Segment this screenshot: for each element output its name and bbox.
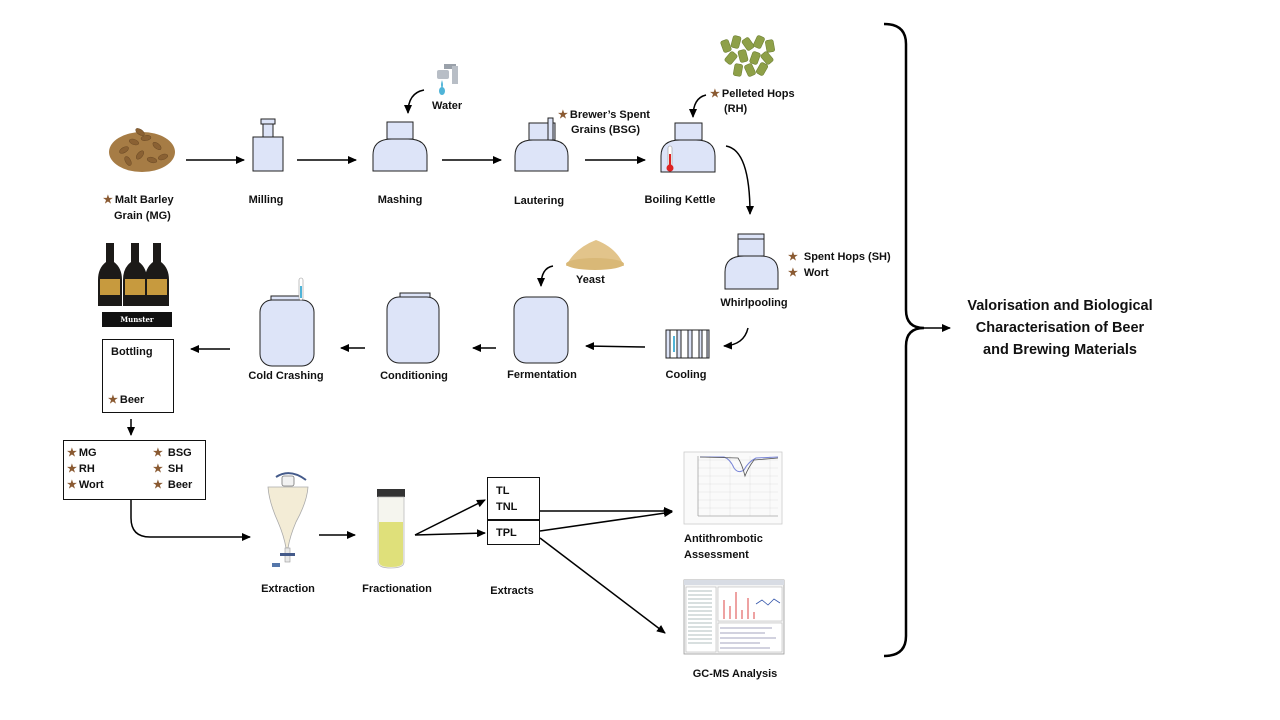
fermentation-label: Fermentation: [507, 369, 577, 381]
wort-label-text: Wort: [803, 267, 829, 279]
spent-hops-label-text: Spent Hops (SH): [803, 251, 891, 263]
antithrombotic-label: Antithrombotic: [684, 533, 763, 545]
sample-text: RH: [78, 463, 95, 475]
whirlpool-icon: [724, 233, 779, 290]
sample-sh: ★ SH: [153, 462, 183, 477]
malt-grain-icon: [109, 128, 175, 172]
bsg-label: ★Brewer’s Spent: [558, 108, 650, 123]
spent-hops-label: ★ Spent Hops (SH): [788, 250, 891, 265]
wort-label: ★ Wort: [788, 266, 829, 281]
malt-label: ★Malt Barley: [103, 193, 174, 208]
star-icon: ★: [153, 447, 163, 459]
mill-icon: [252, 118, 284, 172]
lautering-label: Lautering: [513, 195, 565, 207]
summary-bracket: [883, 22, 925, 658]
sample-wort: ★Wort: [67, 478, 104, 493]
conditioning-label: Conditioning: [380, 370, 448, 382]
water-label: Water: [432, 100, 463, 112]
gcms-label: GC-MS Analysis: [692, 668, 778, 680]
fermenter-icon: [513, 296, 569, 364]
bottling-label: Bottling: [111, 346, 153, 358]
star-icon: ★: [103, 194, 113, 206]
beer-label: ★Beer: [108, 393, 144, 408]
mash-tun-icon: [372, 121, 428, 172]
extract-tube-icon: [377, 489, 405, 569]
star-icon: ★: [153, 479, 163, 491]
separatory-funnel-icon: [267, 472, 309, 567]
sample-text: MG: [78, 447, 97, 459]
bsg-label-2: Grains (BSG): [571, 124, 641, 136]
extracts-divider: [487, 519, 540, 521]
tpl-label: TPL: [496, 527, 517, 539]
star-icon: ★: [108, 394, 118, 406]
conclusion-line-2: Characterisation of Beer: [975, 320, 1145, 336]
fractionation-label: Fractionation: [362, 583, 432, 595]
cooler-icon: [665, 329, 710, 359]
sample-text: Wort: [78, 479, 104, 491]
star-icon: ★: [558, 109, 568, 121]
mashing-label: Mashing: [377, 194, 423, 206]
flow-arrows: [127, 89, 754, 634]
star-icon: ★: [153, 463, 163, 475]
beer-bottles-icon: [98, 243, 172, 327]
star-icon: ★: [788, 267, 798, 279]
water-tap-icon: [437, 64, 458, 95]
cold-crash-tank-icon: [259, 277, 315, 367]
bsg-label-text: Brewer’s Spent: [569, 109, 650, 121]
sample-text: Beer: [167, 479, 193, 491]
star-icon: ★: [67, 479, 77, 491]
boiling-kettle-label: Boiling Kettle: [644, 194, 716, 206]
sample-beer: ★ Beer: [153, 478, 192, 493]
antithrombotic-label-2: Assessment: [684, 549, 749, 561]
tl-label: TL: [496, 485, 510, 497]
malt-label-2: Grain (MG): [114, 210, 171, 222]
whirlpooling-label: Whirlpooling: [720, 297, 788, 309]
samples-box: [63, 440, 206, 500]
hops-label-2: (RH): [724, 103, 748, 115]
bottling-box: [102, 339, 174, 413]
sample-text: BSG: [167, 447, 192, 459]
sample-bsg: ★ BSG: [153, 446, 192, 461]
gcms-software-thumbnail: [683, 579, 785, 655]
bottle-logo-text: Munster: [120, 315, 154, 324]
conclusion-line-1: Valorisation and Biological: [967, 298, 1153, 314]
sample-text: SH: [167, 463, 184, 475]
boiling-kettle-icon: [660, 122, 716, 173]
star-icon: ★: [710, 88, 720, 100]
hops-label: ★Pelleted Hops: [710, 87, 795, 102]
lauter-tun-icon: [514, 117, 569, 172]
extraction-label: Extraction: [261, 583, 315, 595]
hops-label-text: Pelleted Hops: [721, 88, 795, 100]
sample-rh: ★RH: [67, 462, 95, 477]
aggregation-curve-thumbnail: [683, 451, 783, 525]
extracts-label: Extracts: [490, 585, 534, 597]
cooling-label: Cooling: [665, 369, 707, 381]
yeast-icon: [566, 240, 624, 270]
conditioning-tank-icon: [386, 292, 440, 364]
star-icon: ★: [67, 463, 77, 475]
star-icon: ★: [788, 251, 798, 263]
milling-label: Milling: [248, 194, 284, 206]
malt-label-text: Malt Barley: [114, 194, 174, 206]
conclusion-line-3: and Brewing Materials: [983, 342, 1137, 358]
hop-pellets-icon: [720, 35, 775, 77]
yeast-label: Yeast: [576, 274, 605, 286]
star-icon: ★: [67, 447, 77, 459]
sample-mg: ★MG: [67, 446, 97, 461]
tnl-label: TNL: [496, 501, 518, 513]
beer-label-text: Beer: [119, 394, 145, 406]
cold-crashing-label: Cold Crashing: [248, 370, 324, 382]
extracts-box: [487, 477, 540, 545]
